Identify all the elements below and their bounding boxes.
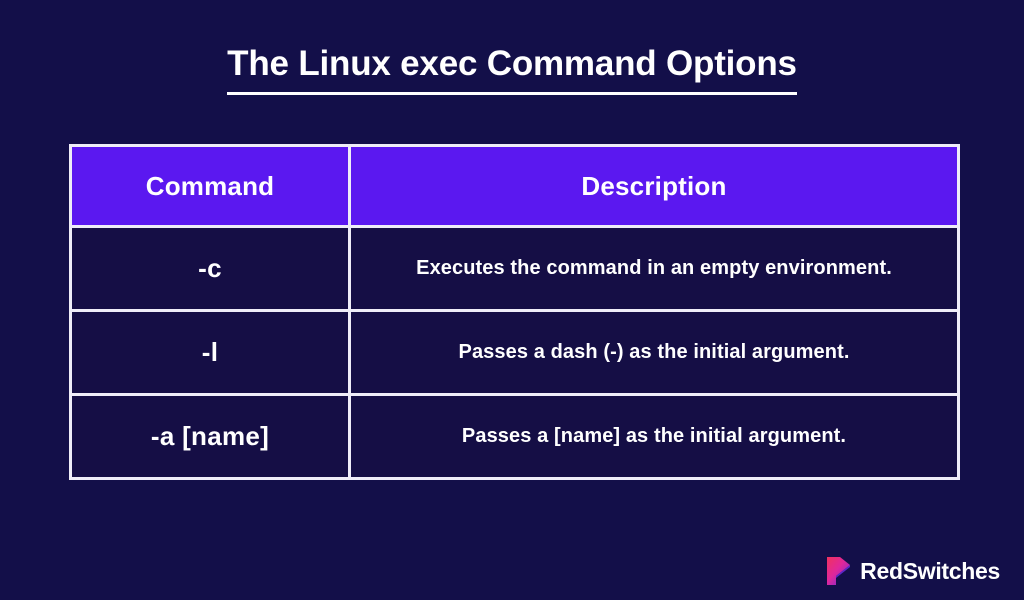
- brand-logo-text: RedSwitches: [860, 558, 1000, 584]
- table-row: -l Passes a dash (-) as the initial argu…: [72, 309, 957, 393]
- table-header-row: Command Description: [72, 147, 957, 225]
- cell-command: -l: [72, 309, 348, 393]
- cell-command: -a [name]: [72, 393, 348, 477]
- cell-description: Passes a [name] as the initial argument.: [348, 393, 957, 477]
- redswitches-play-mark-icon: [825, 556, 851, 586]
- exec-options-table: Command Description -c Executes the comm…: [69, 144, 960, 480]
- cell-command: -c: [72, 225, 348, 309]
- cell-description: Executes the command in an empty environ…: [348, 225, 957, 309]
- table-row: -a [name] Passes a [name] as the initial…: [72, 393, 957, 477]
- page-title: The Linux exec Command Options: [227, 42, 797, 95]
- page-title-container: The Linux exec Command Options: [0, 42, 1024, 95]
- table-body: -c Executes the command in an empty envi…: [72, 225, 957, 477]
- table-header: Command Description: [72, 147, 957, 225]
- column-header-command: Command: [72, 147, 348, 225]
- brand-logo: RedSwitches: [825, 556, 1000, 586]
- table-row: -c Executes the command in an empty envi…: [72, 225, 957, 309]
- cell-description: Passes a dash (-) as the initial argumen…: [348, 309, 957, 393]
- column-header-description: Description: [348, 147, 957, 225]
